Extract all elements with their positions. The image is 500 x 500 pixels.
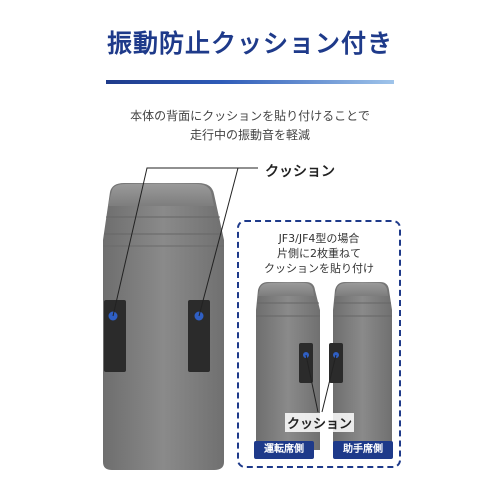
passenger-side-badge: 助手席側 xyxy=(333,441,393,459)
description: 本体の背面にクッションを貼り付けることで 走行中の振動音を軽減 xyxy=(0,107,500,145)
inset-note: JF3/JF4型の場合 片側に2枚重ねて クッションを貼り付け xyxy=(239,231,399,276)
inset-callout-line-right xyxy=(321,354,337,413)
cushion-right xyxy=(188,300,210,372)
title-divider xyxy=(106,80,394,84)
inset-note-line-2: 片側に2枚重ねて xyxy=(277,247,361,260)
description-line-2: 走行中の振動音を軽減 xyxy=(189,128,310,142)
inset-frame xyxy=(237,220,401,468)
main-unit xyxy=(103,183,224,470)
inset-cushion-label: クッション xyxy=(285,413,355,432)
inset-callout-line-left xyxy=(305,354,319,413)
callout-line-right xyxy=(198,167,239,317)
cushion-left xyxy=(104,300,126,372)
page-title: 振動防止クッション付き xyxy=(106,29,393,58)
inset-note-line-3: クッションを貼り付け xyxy=(264,262,374,275)
callout-line-left xyxy=(112,167,258,317)
inset-unit-right xyxy=(329,282,392,450)
cushion-callout-label: クッション xyxy=(265,164,335,180)
driver-side-badge: 運転席側 xyxy=(254,441,314,459)
description-line-1: 本体の背面にクッションを貼り付けることで xyxy=(130,109,370,123)
inset-note-line-1: JF3/JF4型の場合 xyxy=(278,232,360,245)
